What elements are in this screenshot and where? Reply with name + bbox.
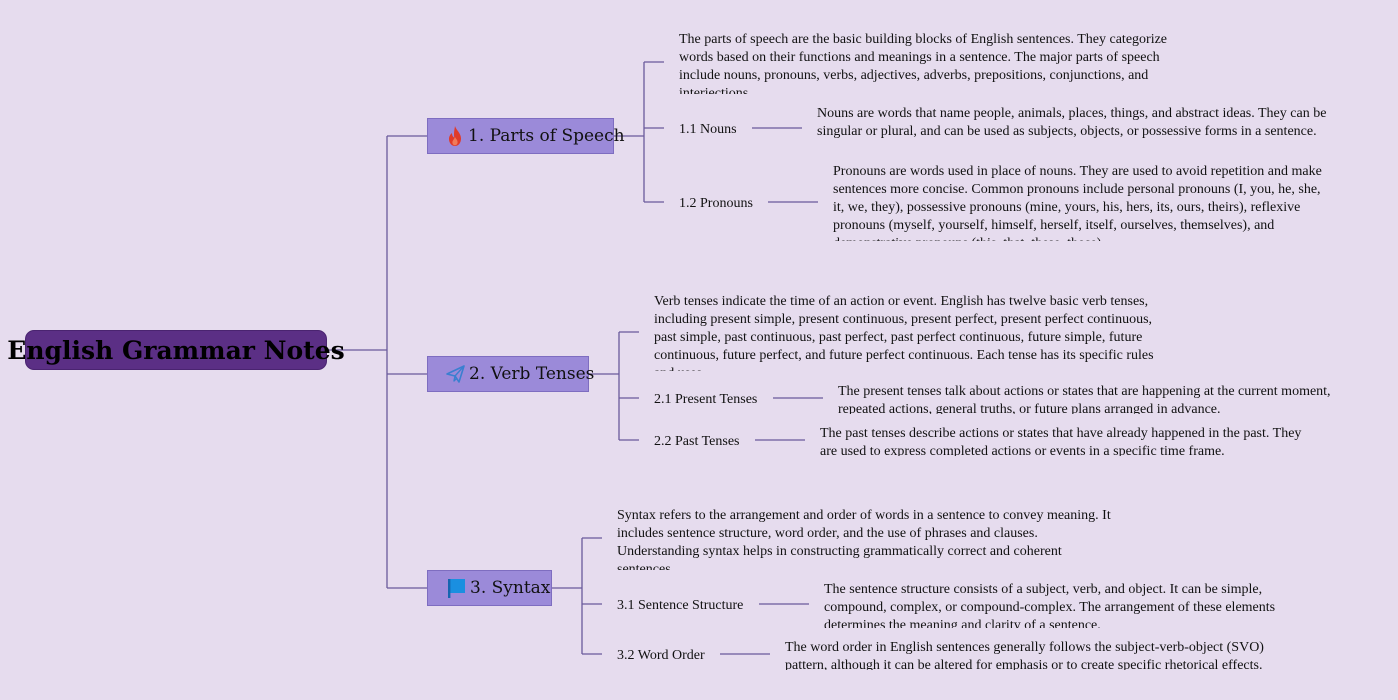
branch-summary: The parts of speech are the basic buildi… bbox=[679, 32, 1168, 94]
subtopic-description: The present tenses talk about actions or… bbox=[838, 384, 1331, 414]
branch-summary: Verb tenses indicate the time of an acti… bbox=[654, 294, 1154, 371]
fire-icon bbox=[446, 125, 464, 147]
branch-title: 3. Syntax bbox=[470, 578, 551, 598]
subtopic-pronouns[interactable]: 1.2 Pronouns bbox=[679, 196, 753, 211]
subtopic-word-order[interactable]: 3.2 Word Order bbox=[617, 648, 705, 663]
subtopic-description: The past tenses describe actions or stat… bbox=[820, 426, 1302, 456]
branch-verb-tenses[interactable]: 2. Verb Tenses bbox=[427, 356, 594, 392]
subtopic-description: Pronouns are words used in place of noun… bbox=[833, 164, 1322, 241]
root-node[interactable]: English Grammar Notes bbox=[7, 330, 345, 370]
subtopic-nouns[interactable]: 1.1 Nouns bbox=[679, 122, 737, 137]
subtopic-past-tenses[interactable]: 2.2 Past Tenses bbox=[654, 434, 740, 449]
subtopic-description: Nouns are words that name people, animal… bbox=[817, 106, 1327, 139]
flag-icon bbox=[446, 577, 466, 599]
subtopic-present-tenses[interactable]: 2.1 Present Tenses bbox=[654, 392, 758, 407]
subtopic-sentence-structure[interactable]: 3.1 Sentence Structure bbox=[617, 598, 744, 613]
root-title: English Grammar Notes bbox=[7, 335, 345, 365]
branch-syntax[interactable]: 3. Syntax bbox=[427, 570, 552, 606]
branch-title: 2. Verb Tenses bbox=[469, 364, 595, 384]
subtopic-description: The word order in English sentences gene… bbox=[785, 640, 1264, 670]
branch-summary: Syntax refers to the arrangement and ord… bbox=[617, 508, 1111, 570]
paper-plane-icon bbox=[446, 363, 465, 385]
branch-title: 1. Parts of Speech bbox=[468, 126, 625, 146]
branch-parts-of-speech[interactable]: 1. Parts of Speech bbox=[427, 118, 625, 154]
subtopic-description: The sentence structure consists of a sub… bbox=[824, 582, 1276, 628]
